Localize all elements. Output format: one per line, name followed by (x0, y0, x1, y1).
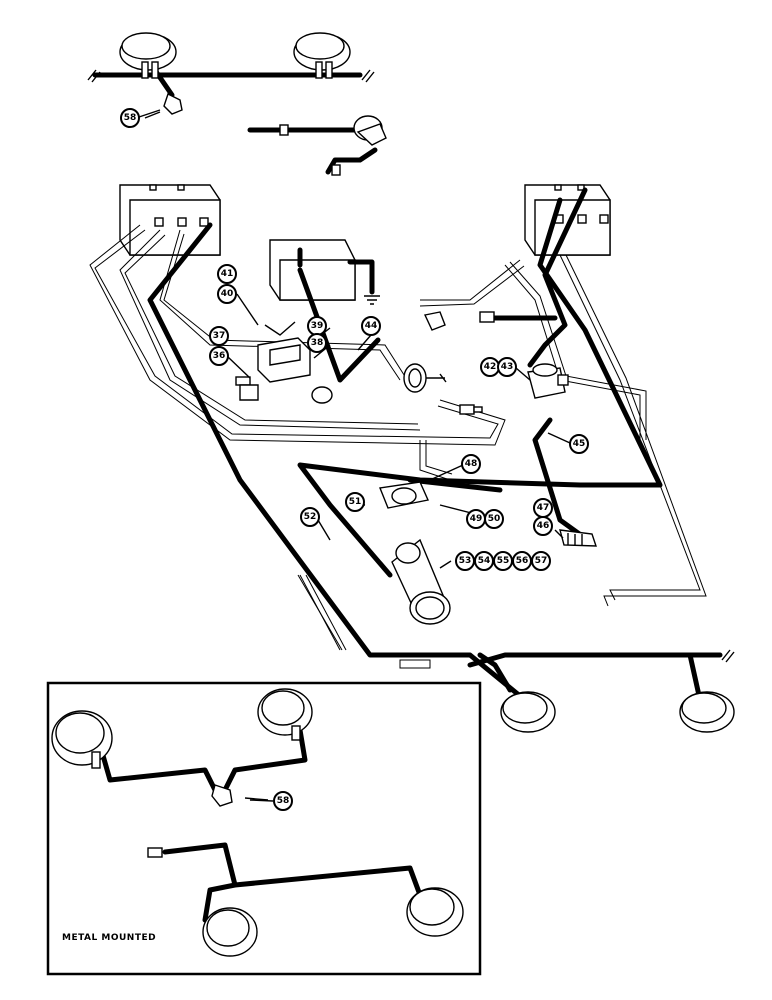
svg-text:58: 58 (277, 796, 290, 806)
svg-text:48: 48 (465, 459, 478, 469)
cable-runs (89, 224, 707, 669)
callout-36: 36 (209, 346, 229, 366)
side-marker-lamp (247, 115, 387, 176)
callout-49: 49 (466, 509, 486, 529)
svg-text:54: 54 (478, 556, 491, 566)
callout-40: 40 (217, 284, 237, 304)
inset-lamp-bottom-left (202, 907, 258, 957)
svg-text:55: 55 (497, 556, 510, 566)
callout-58-top: 58 (120, 108, 140, 128)
relay-42-43 (527, 363, 569, 399)
svg-text:44: 44 (365, 321, 378, 331)
svg-text:38: 38 (311, 338, 324, 348)
callout-37: 37 (209, 326, 229, 346)
svg-text:37: 37 (213, 331, 226, 341)
callout-56: 56 (512, 551, 532, 571)
callout-50: 50 (484, 509, 504, 529)
inset-lamp-bottom-right (406, 887, 464, 937)
right-battery (524, 184, 611, 256)
inset-label: METAL MOUNTED (62, 933, 156, 943)
callout-51: 51 (345, 492, 365, 512)
callout-42: 42 (480, 357, 500, 377)
callout-54: 54 (474, 551, 494, 571)
callout-55: 55 (493, 551, 513, 571)
inset-connector-58 (211, 784, 269, 807)
svg-text:46: 46 (537, 521, 550, 531)
lamp-right-top (293, 32, 351, 79)
callout-38: 38 (307, 333, 327, 353)
svg-text:40: 40 (221, 289, 234, 299)
callout-41: 41 (217, 264, 237, 284)
callout-44: 44 (361, 316, 381, 336)
lamp-bottom-right (679, 691, 735, 733)
callout-45: 45 (569, 434, 589, 454)
switch-48-51 (379, 481, 429, 509)
inset-lamp-right (257, 688, 313, 741)
rod (297, 574, 343, 651)
svg-text:45: 45 (573, 439, 586, 449)
svg-text:36: 36 (213, 351, 226, 361)
svg-text:56: 56 (516, 556, 529, 566)
svg-text:51: 51 (349, 497, 362, 507)
svg-text:58: 58 (124, 113, 137, 123)
callout-39: 39 (307, 316, 327, 336)
svg-text:39: 39 (311, 321, 324, 331)
relay-cluster (235, 321, 333, 404)
callout-43: 43 (497, 357, 517, 377)
main-harness (147, 187, 723, 703)
lamp-bottom-left (500, 691, 556, 733)
callout-48: 48 (461, 454, 481, 474)
top-lamp-assembly (87, 32, 387, 176)
svg-text:53: 53 (459, 556, 472, 566)
lamp-53-57 (391, 538, 451, 625)
connector-mid (459, 404, 483, 415)
callout-52: 52 (300, 507, 320, 527)
lamp-left-top (119, 32, 177, 79)
svg-text:43: 43 (501, 362, 514, 372)
svg-text:42: 42 (484, 362, 497, 372)
horn-component (403, 363, 447, 393)
svg-text:49: 49 (470, 514, 483, 524)
inset-lamp-left (51, 710, 113, 769)
center-battery (269, 239, 380, 305)
svg-text:52: 52 (304, 512, 317, 522)
callout-47: 47 (533, 498, 553, 518)
callout-58-inset: 58 (273, 791, 293, 811)
svg-text:50: 50 (488, 514, 501, 524)
inset-metal-mounted: METAL MOUNTED (46, 681, 482, 976)
svg-text:47: 47 (537, 503, 550, 513)
callout-53: 53 (455, 551, 475, 571)
svg-text:57: 57 (535, 556, 548, 566)
callout-46: 46 (533, 516, 553, 536)
connector-58-top (144, 93, 183, 119)
connector-upper-right (423, 311, 495, 331)
left-battery (119, 184, 221, 256)
svg-text:41: 41 (221, 269, 234, 279)
callout-57: 57 (531, 551, 551, 571)
connector-46-47 (559, 529, 597, 547)
